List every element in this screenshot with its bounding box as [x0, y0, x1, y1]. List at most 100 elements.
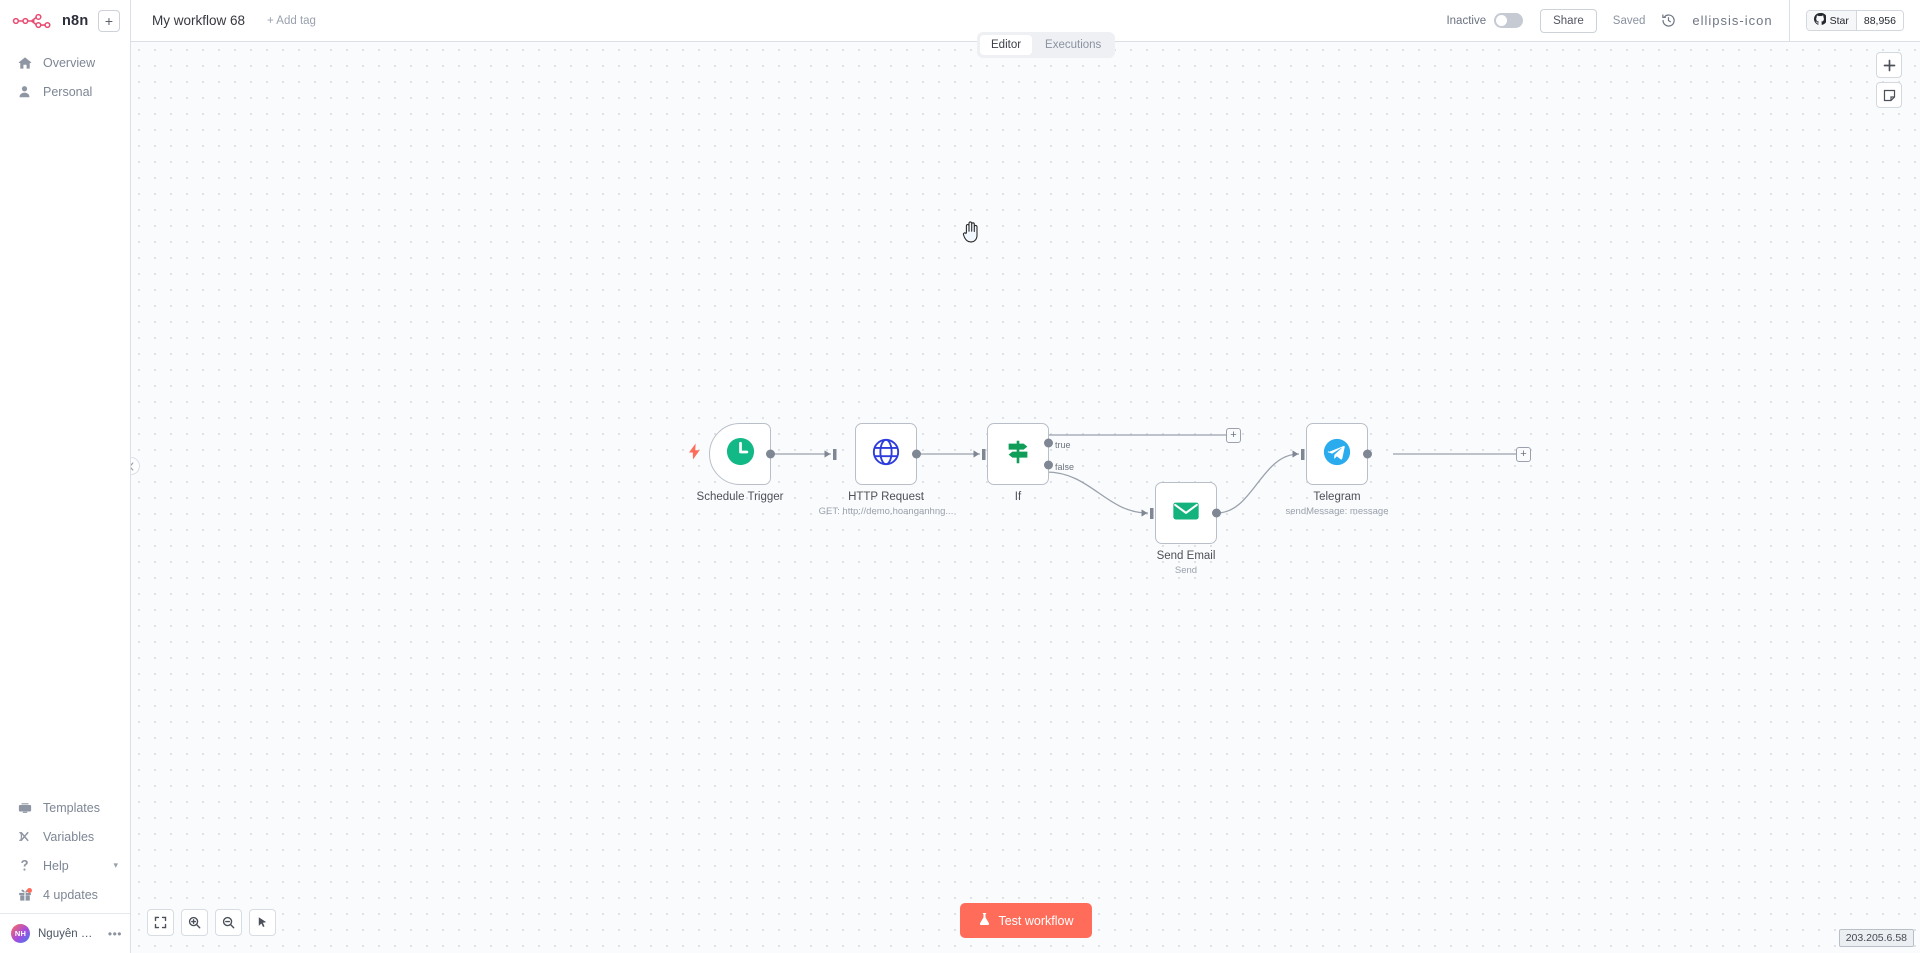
- sidebar-item-updates-label: 4 updates: [43, 887, 98, 902]
- user-name: Nguyễn Hoàng…: [38, 927, 100, 940]
- sidebar-header: n8n +: [0, 0, 130, 42]
- workflow-canvas[interactable]: Schedule Trigger HTTP Request GET: http:…: [131, 42, 1920, 953]
- fit-to-view-button[interactable]: [147, 909, 174, 936]
- gift-icon: [17, 887, 32, 902]
- node-telegram-subtitle: sendMessage: message: [1285, 506, 1389, 517]
- github-star-widget: Star 88,956: [1805, 10, 1904, 31]
- test-workflow-label: Test workflow: [998, 913, 1074, 928]
- node-http-request-box[interactable]: [855, 423, 921, 485]
- reset-zoom-button[interactable]: [249, 909, 276, 936]
- avatar: NH: [11, 924, 30, 943]
- sidebar-item-variables-label: Variables: [43, 829, 95, 844]
- node-output-port-true[interactable]: [1043, 438, 1053, 448]
- sidebar-item-templates[interactable]: Templates: [0, 793, 130, 822]
- updates-badge-dot: [26, 888, 32, 893]
- ip-badge: 203.205.6.58: [1838, 929, 1914, 947]
- templates-icon: [17, 800, 32, 815]
- home-icon: [17, 55, 32, 70]
- node-if-box[interactable]: true false: [987, 423, 1074, 485]
- node-telegram-box[interactable]: [1306, 423, 1372, 485]
- share-button[interactable]: Share: [1540, 8, 1597, 33]
- header-right-controls: Inactive Share Saved ellipsis-icon Star …: [1446, 0, 1920, 42]
- sidebar-item-help-label: Help: [43, 858, 69, 873]
- sidebar-user-menu[interactable]: NH Nguyễn Hoàng… •••: [0, 913, 130, 953]
- node-output-port[interactable]: [765, 449, 775, 459]
- node-telegram[interactable]: Telegram sendMessage: message: [1286, 423, 1388, 517]
- node-send-email-box[interactable]: [1155, 482, 1221, 544]
- trigger-bolt-icon: [689, 443, 700, 465]
- envelope-icon: [1171, 496, 1201, 531]
- more-options-icon[interactable]: ellipsis-icon: [1692, 13, 1773, 28]
- workflow-title[interactable]: My workflow 68: [152, 13, 246, 28]
- header-divider: [1788, 0, 1790, 42]
- test-workflow-button[interactable]: Test workflow: [959, 903, 1092, 938]
- sidebar-item-variables[interactable]: Variables: [0, 822, 130, 851]
- node-schedule-trigger-label: Schedule Trigger: [696, 491, 784, 503]
- node-http-request-subtitle: GET: http://demo.hoanganhng...: [818, 506, 954, 517]
- sidebar-item-personal[interactable]: Personal: [0, 77, 130, 106]
- user-icon: [17, 84, 32, 99]
- editor-tabs: Editor Executions: [977, 32, 1116, 58]
- sidebar-item-overview-label: Overview: [43, 55, 96, 70]
- variables-icon: [17, 829, 32, 844]
- ellipsis-icon[interactable]: •••: [107, 926, 122, 941]
- brand-name: n8n: [62, 13, 89, 29]
- globe-icon: [871, 437, 901, 472]
- node-if-label: If: [1014, 491, 1022, 503]
- new-workflow-button[interactable]: +: [98, 10, 120, 32]
- tab-editor[interactable]: Editor: [980, 35, 1033, 55]
- plus-icon: +: [104, 13, 114, 29]
- n8n-logo-icon: [12, 12, 54, 30]
- node-http-request-label: HTTP Request: [848, 491, 924, 503]
- zoom-out-button[interactable]: [215, 909, 242, 936]
- flask-icon: [977, 912, 990, 929]
- telegram-icon: [1322, 437, 1352, 472]
- connection-edges: [771, 434, 1516, 519]
- sidebar-item-templates-label: Templates: [43, 800, 100, 815]
- sidebar-item-overview[interactable]: Overview: [0, 48, 130, 77]
- sidebar-nav-bottom: Templates Variables Help ▾: [0, 793, 130, 913]
- node-output-port[interactable]: [1362, 449, 1372, 459]
- sidebar-spacer: [0, 106, 130, 793]
- signpost-icon: [1003, 437, 1033, 472]
- question-icon: [17, 858, 32, 873]
- zoom-in-button[interactable]: [181, 909, 208, 936]
- add-node-stub-telegram[interactable]: +: [1516, 447, 1531, 462]
- plus-icon: +: [1230, 429, 1237, 441]
- node-schedule-trigger-box[interactable]: [709, 423, 775, 485]
- add-node-button[interactable]: [1876, 52, 1902, 78]
- canvas-zoom-controls: [147, 909, 276, 936]
- workflow-active-label: Inactive: [1446, 14, 1487, 27]
- plus-icon: +: [1520, 448, 1527, 460]
- sidebar-nav-top: Overview Personal: [0, 42, 130, 106]
- sidebar-item-help[interactable]: Help ▾: [0, 851, 130, 880]
- add-tag-button[interactable]: + Add tag: [267, 14, 316, 27]
- node-telegram-label: Telegram: [1313, 491, 1361, 503]
- node-send-email-subtitle: Send: [1174, 565, 1198, 576]
- node-if[interactable]: true false If: [987, 423, 1074, 503]
- node-send-email[interactable]: Send Email Send: [1155, 482, 1221, 576]
- github-star-label: Star: [1829, 14, 1849, 27]
- github-star-button[interactable]: Star: [1806, 11, 1856, 30]
- tab-executions[interactable]: Executions: [1045, 39, 1102, 51]
- output-label-false: false: [1055, 462, 1075, 473]
- workflow-active-toggle[interactable]: [1494, 13, 1524, 28]
- node-output-port-false[interactable]: [1043, 460, 1053, 470]
- output-label-true: true: [1055, 439, 1071, 450]
- save-status: Saved: [1612, 14, 1646, 27]
- sticky-note-button[interactable]: [1876, 82, 1902, 108]
- add-node-stub-true[interactable]: +: [1226, 428, 1241, 443]
- node-send-email-label: Send Email: [1156, 550, 1216, 562]
- sidebar: n8n + Overview Personal: [0, 0, 131, 953]
- node-schedule-trigger[interactable]: Schedule Trigger: [689, 423, 783, 503]
- chevron-down-icon: ▾: [113, 860, 118, 870]
- sidebar-item-personal-label: Personal: [43, 84, 93, 99]
- github-star-count: 88,956: [1855, 11, 1903, 30]
- node-http-request[interactable]: HTTP Request GET: http://demo.hoanganhng…: [819, 423, 953, 517]
- node-output-port[interactable]: [1211, 508, 1221, 518]
- history-clock-icon[interactable]: [1661, 13, 1676, 28]
- node-output-port[interactable]: [911, 449, 921, 459]
- clock-icon: [725, 436, 756, 472]
- github-icon: [1813, 12, 1827, 28]
- sidebar-item-updates[interactable]: 4 updates: [0, 880, 130, 909]
